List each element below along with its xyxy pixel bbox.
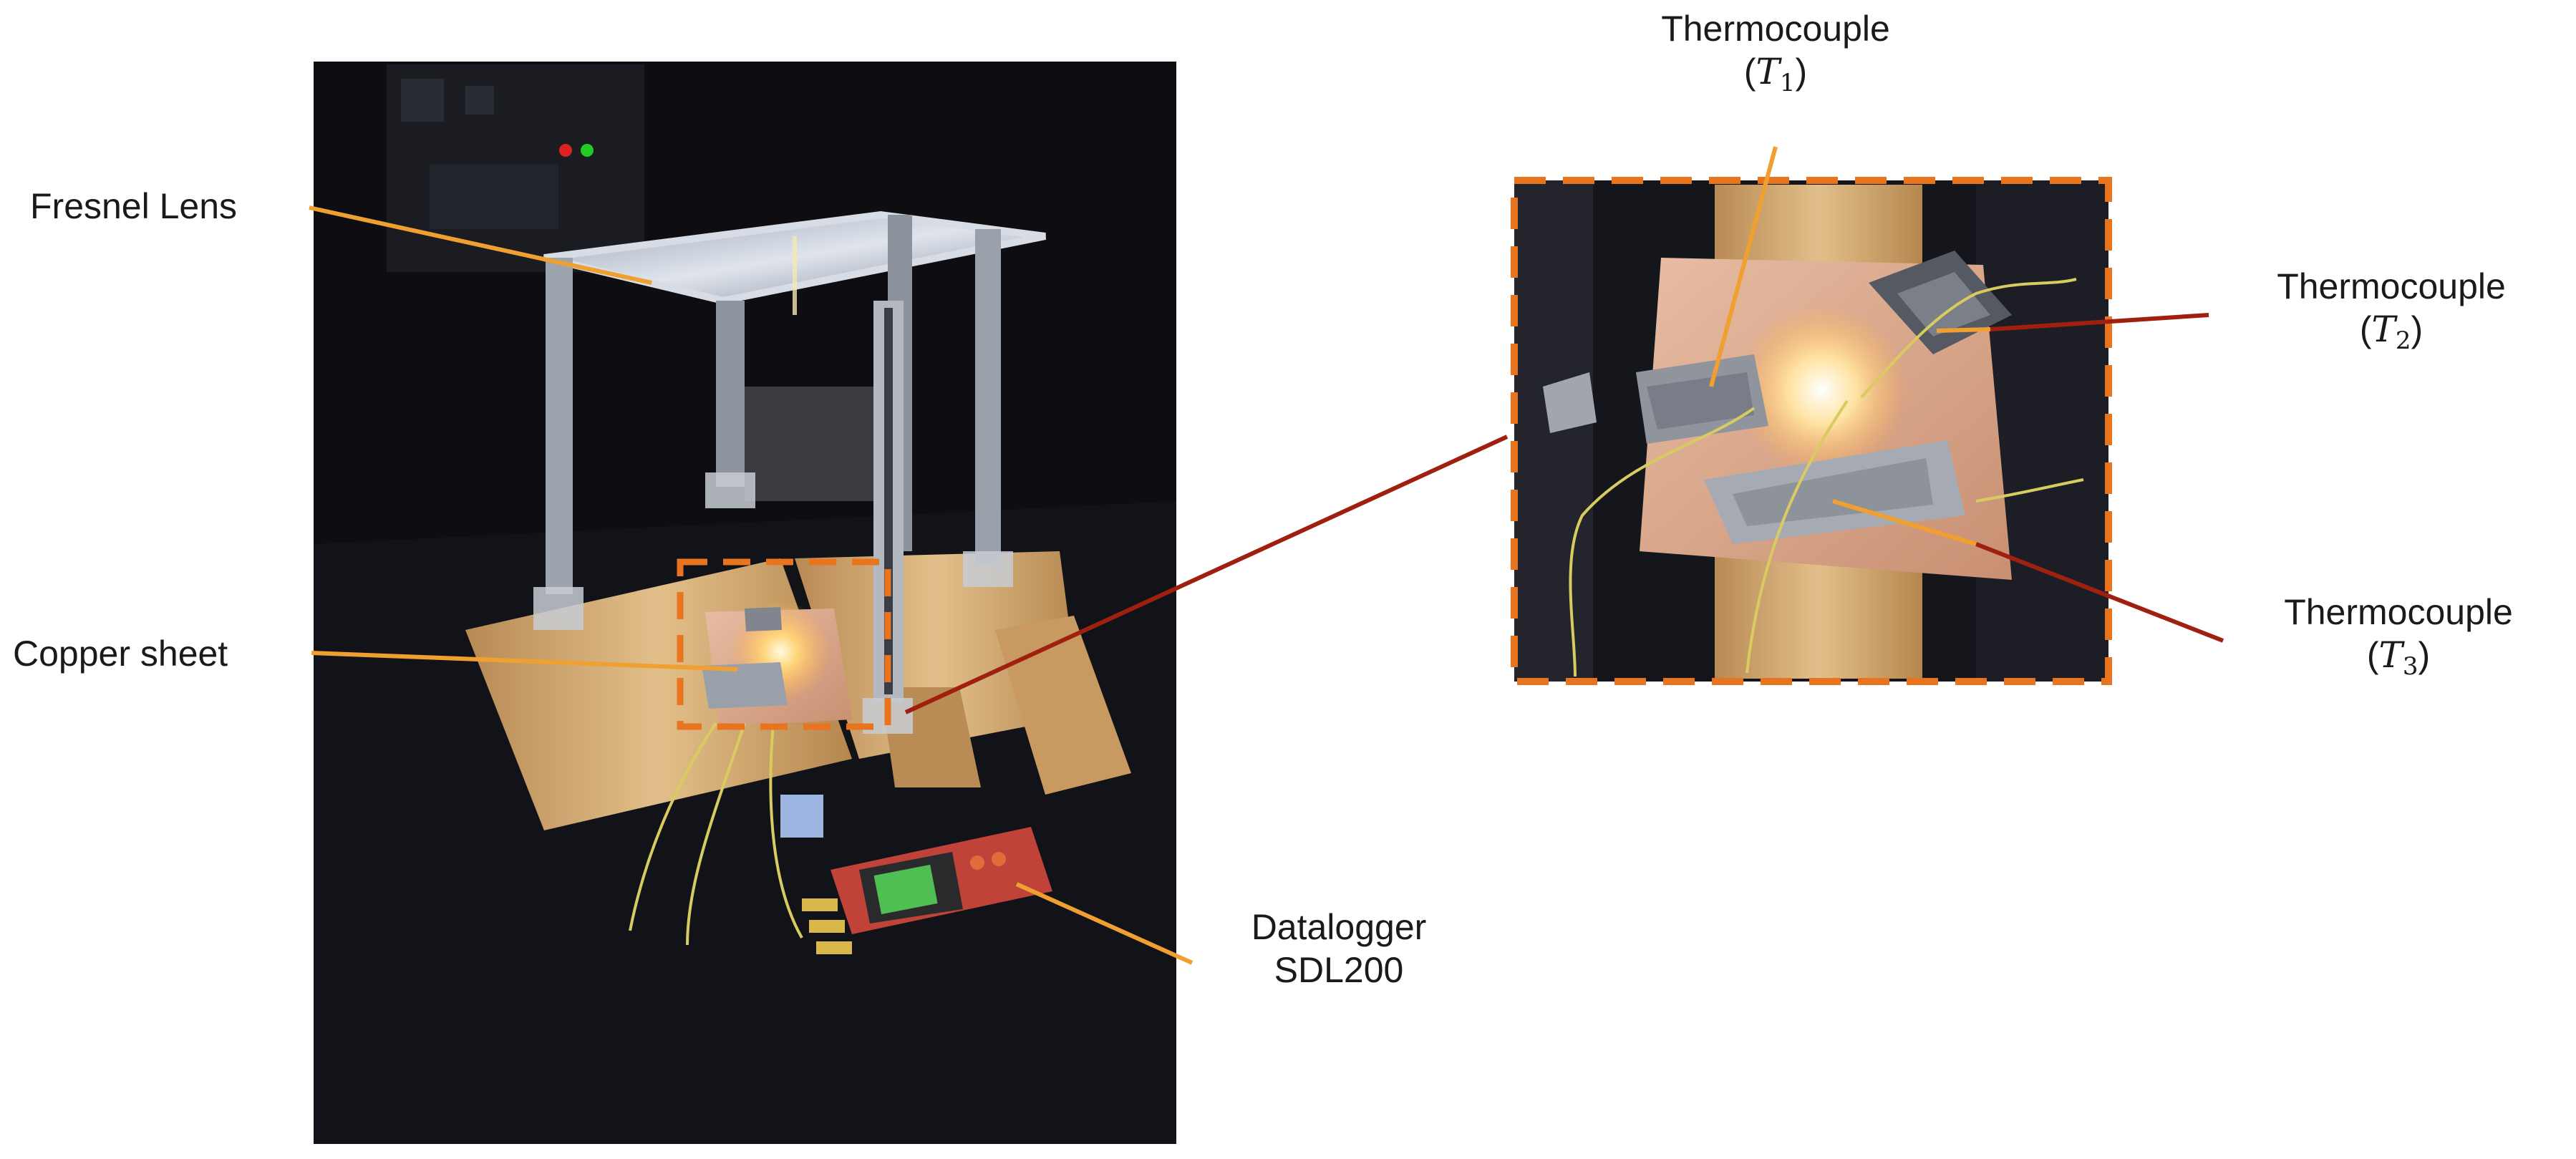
datalogger-arrow [1015,882,1193,965]
label-thermocouple-t1: Thermocouple (T1) [1597,7,1955,105]
t1-symbol: (T1) [1743,51,1808,97]
copper-arrow [311,651,738,671]
t2-arrow [1990,313,2209,331]
label-fresnel-lens: Fresnel Lens [30,186,238,226]
label-thermocouple-t2: Thermocouple (T2) [2212,265,2570,362]
zoom-photo [1514,180,2108,682]
t2-arrow-head [1936,327,1991,333]
t1-arrow [1709,146,1778,387]
datalogger-line1: Datalogger [1251,907,1427,947]
highlight-box-zoom [1511,177,2112,685]
t3-arrow-head [1832,499,1977,546]
t2-symbol: (T2) [2359,309,2424,355]
t3-name: Thermocouple [2284,592,2513,632]
label-datalogger: Datalogger SDL200 [1203,906,1475,991]
datalogger-line2: SDL200 [1274,950,1404,990]
zoom-connector-line [904,435,1509,714]
label-copper-sheet: Copper sheet [13,634,228,674]
fresnel-arrow [309,205,652,285]
t3-arrow [1975,542,2224,643]
setup-photo [314,62,1176,1144]
t2-name: Thermocouple [2277,266,2506,306]
label-thermocouple-t3: Thermocouple (T3) [2227,591,2570,688]
t1-name: Thermocouple [1661,9,1890,49]
t3-symbol: (T3) [2366,634,2431,681]
highlight-box-small [677,558,891,730]
